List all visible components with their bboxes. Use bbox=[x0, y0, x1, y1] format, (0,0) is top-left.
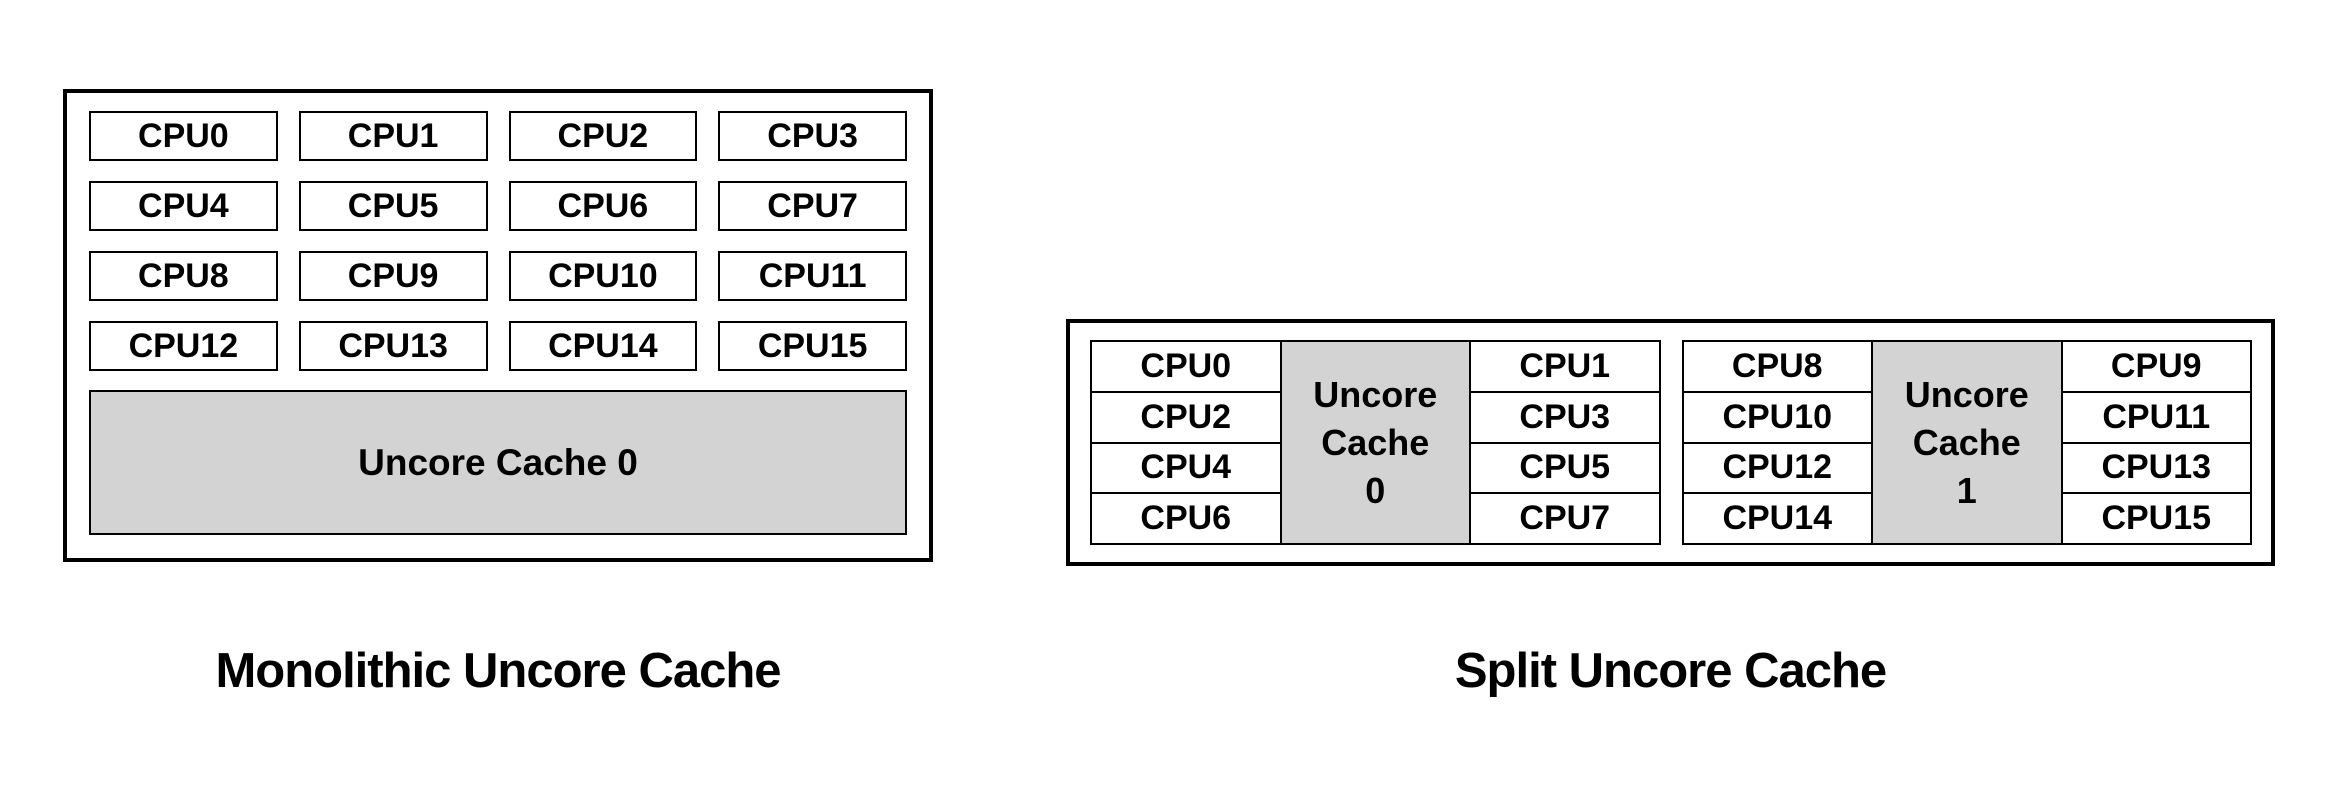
cpu-box: CPU14 bbox=[1683, 494, 1871, 543]
monolithic-cpu-grid: CPU0 CPU1 CPU2 CPU3 CPU4 CPU5 CPU6 CPU7 … bbox=[89, 111, 907, 371]
cpu-box: CPU15 bbox=[718, 321, 907, 371]
cpu-box: CPU10 bbox=[508, 251, 698, 301]
uncore-cache-0-box: Uncore Cache 0 bbox=[89, 390, 907, 535]
cpu-box: CPU8 bbox=[89, 251, 278, 301]
split-cluster-1: CPU8 CPU10 CPU12 CPU14 Uncore Cache 1 CP… bbox=[1681, 340, 2252, 545]
cpu-box: CPU9 bbox=[2062, 342, 2250, 391]
uncore-cache-1-cell: Uncore Cache 1 bbox=[1873, 342, 2061, 543]
split-caption: Split Uncore Cache bbox=[1454, 644, 1887, 698]
cpu-box: CPU14 bbox=[508, 321, 698, 371]
cpu-box: CPU4 bbox=[1092, 443, 1280, 493]
cpu-box: CPU10 bbox=[1683, 392, 1871, 442]
cpu-box: CPU5 bbox=[298, 181, 488, 231]
uncore-cache-0-cell: Uncore Cache 0 bbox=[1281, 342, 1469, 543]
cpu-box: CPU12 bbox=[89, 321, 278, 371]
cpu-box: CPU6 bbox=[508, 181, 698, 231]
cache-line: Cache bbox=[1912, 421, 2021, 463]
cpu-box: CPU1 bbox=[1471, 342, 1659, 391]
cpu-box: CPU3 bbox=[1471, 392, 1659, 442]
cpu-box: CPU1 bbox=[298, 111, 488, 161]
cpu-box: CPU13 bbox=[298, 321, 488, 371]
cpu-box: CPU3 bbox=[718, 111, 907, 161]
cpu-box: CPU0 bbox=[1092, 342, 1280, 391]
cache-line: Uncore bbox=[1313, 373, 1438, 415]
cpu-box: CPU15 bbox=[2062, 494, 2250, 543]
monolithic-caption: Monolithic Uncore Cache bbox=[215, 644, 781, 698]
cache-line: 0 bbox=[1365, 469, 1386, 511]
cpu-box: CPU5 bbox=[1471, 443, 1659, 493]
cache-line: Uncore bbox=[1904, 373, 2029, 415]
cpu-box: CPU0 bbox=[89, 111, 278, 161]
cpu-box: CPU7 bbox=[1471, 494, 1659, 543]
cache-line: 1 bbox=[1956, 469, 1977, 511]
cpu-box: CPU12 bbox=[1683, 443, 1871, 493]
split-diagram: CPU0 CPU2 CPU4 CPU6 Uncore Cache 0 CPU1 … bbox=[1066, 319, 2275, 566]
cpu-box: CPU7 bbox=[718, 181, 907, 231]
cpu-box: CPU2 bbox=[508, 111, 698, 161]
cpu-box: CPU2 bbox=[1092, 392, 1280, 442]
cpu-box: CPU11 bbox=[718, 251, 907, 301]
cpu-box: CPU8 bbox=[1683, 342, 1871, 391]
cpu-box: CPU6 bbox=[1092, 494, 1280, 543]
split-cluster-0: CPU0 CPU2 CPU4 CPU6 Uncore Cache 0 CPU1 … bbox=[1090, 340, 1661, 545]
cache-line: Cache bbox=[1321, 421, 1430, 463]
cpu-box: CPU9 bbox=[298, 251, 488, 301]
cpu-box: CPU13 bbox=[2062, 443, 2250, 493]
cpu-box: CPU4 bbox=[89, 181, 278, 231]
monolithic-diagram: CPU0 CPU1 CPU2 CPU3 CPU4 CPU5 CPU6 CPU7 … bbox=[63, 89, 933, 562]
cpu-box: CPU11 bbox=[2062, 392, 2250, 442]
